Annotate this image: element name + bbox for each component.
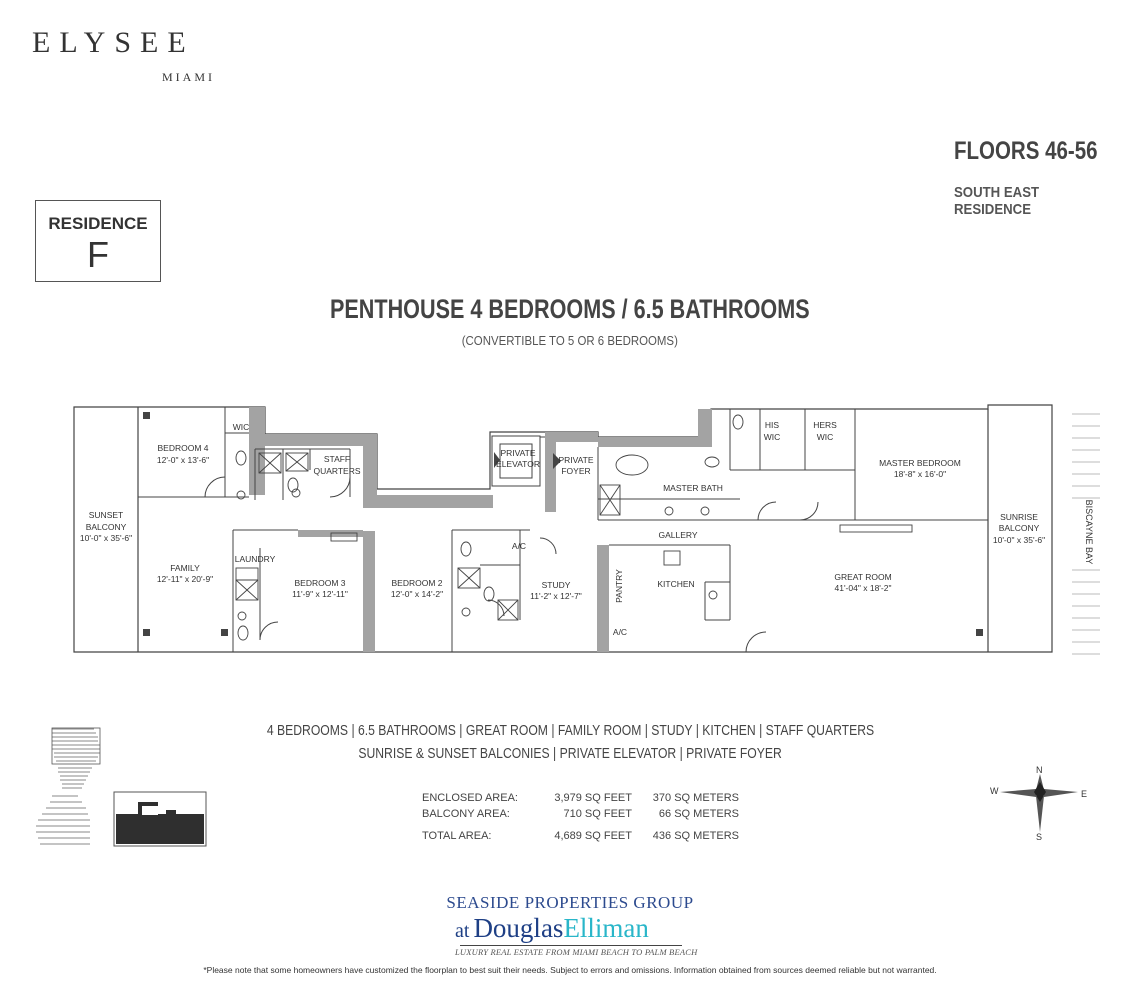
label-bedroom4-dims: 12'-0" x 13'-6" — [157, 455, 209, 465]
features-line-2-text: SUNRISE & SUNSET BALCONIES | PRIVATE ELE… — [358, 746, 782, 762]
label-ac-2: A/C — [613, 627, 627, 637]
label-sunrise-2: BALCONY — [999, 523, 1040, 533]
page-subtitle-text: (CONVERTIBLE TO 5 OR 6 BEDROOMS) — [461, 333, 679, 348]
agency-at: at — [455, 920, 470, 942]
features-line-2: SUNRISE & SUNSET BALCONIES | PRIVATE ELE… — [0, 746, 1140, 762]
plan-fixtures — [235, 414, 913, 641]
label-his-wic-2: WIC — [764, 432, 781, 442]
plan-interior-walls — [138, 407, 988, 653]
plan-walls — [73, 404, 1053, 653]
label-biscayne-bay: BISCAYNE BAY — [1084, 500, 1094, 565]
label-gallery: GALLERY — [658, 530, 697, 540]
label-study-dims: 11'-2" x 12'-7" — [530, 591, 582, 601]
area-sqm: 436 SQ METERS — [652, 830, 739, 842]
residence-badge: RESIDENCE F — [35, 200, 161, 282]
area-table: ENCLOSED AREA: 3,979 SQ FEET 370 SQ METE… — [422, 790, 739, 844]
label-master-bath: MASTER BATH — [663, 483, 723, 493]
label-foyer-1: PRIVATE — [558, 455, 593, 465]
floor-plan: WIC BEDROOM 4 12'-0" x 13'-6" STAFF QUAR… — [73, 404, 1100, 655]
label-wic: WIC — [233, 422, 250, 432]
label-sunrise-1: SUNRISE — [1000, 512, 1038, 522]
agency-divider — [460, 945, 682, 946]
page-title: PENTHOUSE 4 BEDROOMS / 6.5 BATHROOMS — [0, 294, 1140, 325]
label-staff-2: QUARTERS — [313, 466, 360, 476]
brand-logo-city: MIAMI — [162, 70, 215, 84]
label-staff-1: STAFF — [324, 454, 350, 464]
agency-name-primary: Douglas — [473, 913, 564, 943]
label-ac-1: A/C — [512, 541, 526, 551]
label-his-wic-1: HIS — [765, 420, 780, 430]
area-sqft: 710 SQ FEET — [563, 808, 632, 820]
compass-north: N — [1036, 765, 1043, 775]
label-bedroom2-dims: 12'-0" x 14'-2" — [391, 589, 443, 599]
label-family: FAMILY — [170, 563, 200, 573]
label-family-dims: 12'-11" x 20'-9" — [157, 574, 213, 584]
area-label: TOTAL AREA: — [422, 830, 492, 842]
label-master-bedroom-dims: 18'-8" x 16'-0" — [894, 469, 946, 479]
area-row-enclosed: ENCLOSED AREA: 3,979 SQ FEET 370 SQ METE… — [422, 790, 739, 806]
disclaimer-text: *Please note that some homeowners have c… — [203, 965, 937, 975]
area-sqft: 4,689 SQ FEET — [554, 830, 632, 842]
compass-east: E — [1081, 789, 1087, 799]
label-sunrise-dims: 10'-0" x 35'-6" — [993, 535, 1045, 545]
features-line-1-text: 4 BEDROOMS | 6.5 BATHROOMS | GREAT ROOM … — [266, 723, 874, 739]
label-great-room-dims: 41'-04" x 18'-2" — [834, 583, 891, 593]
compass-south: S — [1036, 832, 1042, 842]
label-bedroom3: BEDROOM 3 — [294, 578, 345, 588]
label-master-bedroom: MASTER BEDROOM — [879, 458, 961, 468]
area-sqm: 66 SQ METERS — [658, 808, 739, 820]
label-laundry: LAUNDRY — [235, 554, 276, 564]
label-elevator-1: PRIVATE — [500, 448, 535, 458]
page-subtitle: (CONVERTIBLE TO 5 OR 6 BEDROOMS) — [0, 333, 1140, 348]
label-great-room: GREAT ROOM — [834, 572, 891, 582]
compass-west: W — [990, 786, 999, 796]
label-elevator-2: ELEVATOR — [496, 459, 540, 469]
floors-subtitle: SOUTH EAST RESIDENCE — [954, 184, 1040, 218]
floors-title: FLOORS 46-56 — [954, 137, 1098, 165]
label-hers-wic-2: WIC — [817, 432, 834, 442]
area-sqm: 370 SQ METERS — [652, 792, 739, 804]
plan-markers — [143, 412, 983, 636]
label-sunset-1: SUNSET — [89, 510, 123, 520]
label-foyer-2: FOYER — [561, 466, 590, 476]
label-pantry: PANTRY — [614, 569, 624, 603]
plan-thick-walls — [249, 407, 712, 652]
area-row-total: TOTAL AREA: 4,689 SQ FEET 436 SQ METERS — [422, 822, 739, 844]
residence-label: RESIDENCE — [48, 214, 148, 233]
agency-name-secondary: Elliman — [563, 913, 649, 943]
label-bedroom3-dims: 11'-9" x 12'-11" — [292, 589, 348, 599]
area-label: BALCONY AREA: — [422, 808, 510, 820]
water-pattern — [1072, 413, 1100, 655]
room-labels: WIC BEDROOM 4 12'-0" x 13'-6" STAFF QUAR… — [80, 420, 1045, 637]
label-sunset-dims: 10'-0" x 35'-6" — [80, 533, 132, 543]
compass-icon: N S W E — [990, 765, 1087, 842]
page-title-text: PENTHOUSE 4 BEDROOMS / 6.5 BATHROOMS — [330, 294, 810, 324]
residence-letter: F — [87, 234, 109, 275]
label-bedroom4: BEDROOM 4 — [157, 443, 208, 453]
agency-name: SEASIDE PROPERTIES GROUP — [446, 893, 694, 912]
features-line-1: 4 BEDROOMS | 6.5 BATHROOMS | GREAT ROOM … — [0, 723, 1140, 739]
label-sunset-2: BALCONY — [86, 522, 127, 532]
label-hers-wic-1: HERS — [813, 420, 837, 430]
area-label: ENCLOSED AREA: — [422, 792, 518, 804]
brand-logo-name: ELYSEE — [32, 26, 195, 59]
area-sqft: 3,979 SQ FEET — [554, 792, 632, 804]
key-plan-graphic — [36, 727, 207, 847]
label-kitchen: KITCHEN — [657, 579, 694, 589]
label-study: STUDY — [542, 580, 571, 590]
label-bedroom2: BEDROOM 2 — [391, 578, 442, 588]
area-row-balcony: BALCONY AREA: 710 SQ FEET 66 SQ METERS — [422, 806, 739, 822]
agency-tagline: LUXURY REAL ESTATE FROM MIAMI BEACH TO P… — [455, 947, 698, 957]
